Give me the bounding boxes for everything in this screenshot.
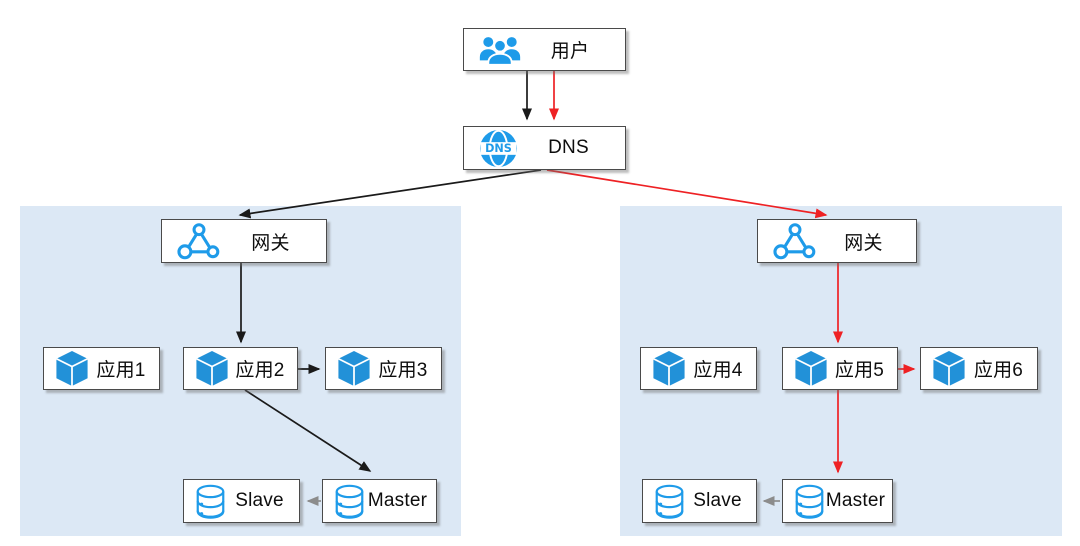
users-icon bbox=[479, 35, 521, 65]
app-cube-icon bbox=[652, 350, 686, 387]
node-label-app6: 应用6 bbox=[973, 360, 1024, 381]
app-cube-icon bbox=[195, 350, 229, 387]
node-dns: DNS DNS bbox=[463, 126, 626, 170]
node-gateway-left: 网关 bbox=[161, 219, 327, 263]
app-cube-icon bbox=[55, 350, 89, 387]
node-app6: 应用6 bbox=[920, 347, 1038, 390]
node-slave-right: Slave bbox=[642, 479, 757, 523]
node-label-user: 用户 bbox=[550, 41, 590, 62]
node-label-master-right: Master bbox=[825, 490, 886, 511]
node-user: 用户 bbox=[463, 28, 626, 71]
dns-globe-icon: DNS bbox=[479, 129, 518, 168]
node-app5: 应用5 bbox=[782, 347, 898, 390]
database-icon bbox=[794, 483, 825, 520]
app-cube-icon bbox=[932, 350, 966, 387]
gateway-icon bbox=[773, 222, 817, 260]
node-label-app5: 应用5 bbox=[834, 360, 885, 381]
node-label-app3: 应用3 bbox=[378, 360, 428, 381]
node-master-left: Master bbox=[322, 479, 437, 523]
node-label-gateway-right: 网关 bbox=[844, 232, 883, 254]
node-app4: 应用4 bbox=[640, 347, 757, 390]
database-icon bbox=[334, 483, 365, 520]
database-icon bbox=[195, 483, 226, 520]
node-label-slave-left: Slave bbox=[235, 490, 284, 511]
node-app3: 应用3 bbox=[325, 347, 442, 390]
node-label-app2: 应用2 bbox=[235, 360, 285, 381]
node-master-right: Master bbox=[782, 479, 893, 523]
node-gateway-right: 网关 bbox=[757, 219, 917, 263]
gateway-icon bbox=[177, 222, 221, 260]
database-icon bbox=[654, 483, 685, 520]
node-label-gateway-left: 网关 bbox=[251, 232, 290, 254]
node-label-slave-right: Slave bbox=[693, 490, 742, 511]
node-slave-left: Slave bbox=[183, 479, 300, 523]
node-label-master-left: Master bbox=[367, 490, 428, 511]
node-label-app1: 应用1 bbox=[96, 360, 146, 381]
app-cube-icon bbox=[337, 350, 371, 387]
svg-text:DNS: DNS bbox=[485, 142, 512, 155]
node-label-app4: 应用4 bbox=[693, 360, 743, 381]
node-app1: 应用1 bbox=[43, 347, 160, 390]
node-app2: 应用2 bbox=[183, 347, 298, 390]
node-label-dns: DNS bbox=[548, 137, 589, 158]
app-cube-icon bbox=[794, 350, 828, 387]
